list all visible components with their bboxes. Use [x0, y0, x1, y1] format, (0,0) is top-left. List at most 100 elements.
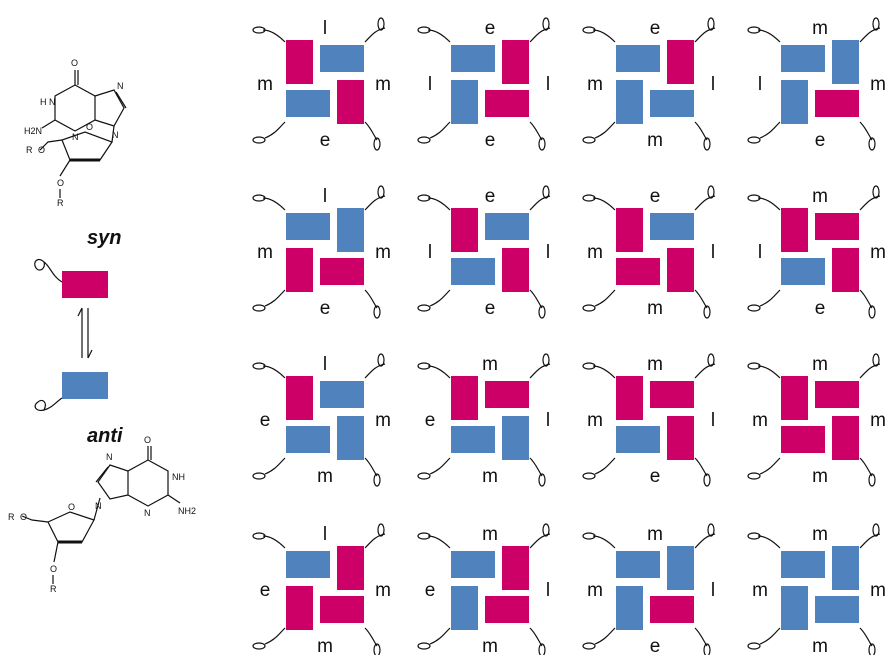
anti-atom-8: O — [68, 502, 75, 512]
anti-guanine-block — [616, 586, 643, 630]
syn-guanine-block — [650, 381, 694, 408]
groove-label-right: l — [711, 580, 715, 601]
syn-rectangle — [62, 271, 108, 298]
strand-end — [872, 185, 880, 199]
groove-label-top: m — [812, 186, 828, 207]
groove-label-right: m — [870, 580, 886, 601]
anti-guanine-block — [320, 45, 364, 72]
syn-guanine-block — [286, 376, 313, 420]
groove-label-bottom: m — [317, 466, 333, 487]
strand-loop — [859, 627, 873, 647]
syn-atom-5: N — [72, 132, 79, 142]
groove-label-bottom: e — [815, 298, 826, 319]
anti-atom-1: N — [106, 452, 113, 462]
anti-guanine-block — [337, 208, 364, 252]
groove-label-bottom: e — [650, 636, 661, 655]
strand-loop — [757, 365, 781, 379]
strand-loop — [364, 627, 378, 647]
strand-end — [538, 137, 546, 151]
syn-guanine-block — [781, 208, 808, 252]
strand-end — [747, 194, 761, 202]
syn-atom-0: O — [71, 58, 78, 68]
groove-label-top: l — [323, 186, 327, 207]
syn-guanine-block — [832, 416, 859, 460]
groove-label-left: l — [758, 74, 762, 95]
anti-guanine-block — [286, 426, 330, 453]
strand-end — [747, 26, 761, 34]
groove-label-right: l — [546, 242, 550, 263]
anti-atom-10: R — [50, 584, 57, 594]
syn-guanine-block — [337, 80, 364, 124]
syn-guanine-block — [667, 40, 694, 84]
strand-end — [582, 532, 596, 540]
strand-end — [252, 362, 266, 370]
groove-label-right: l — [546, 580, 550, 601]
groove-label-bottom: e — [485, 298, 496, 319]
groove-label-right: m — [375, 580, 391, 601]
syn-guanine-block — [286, 586, 313, 630]
strand-end — [373, 473, 381, 487]
strand-end — [872, 17, 880, 31]
anti-label: anti — [87, 425, 123, 447]
syn-atom-7: R — [26, 145, 33, 155]
strand-loop — [262, 365, 286, 379]
strand-loop — [529, 457, 543, 477]
strand-end — [707, 185, 715, 199]
strand-end — [252, 26, 266, 34]
syn-guanine-block — [781, 426, 825, 453]
strand-loop — [592, 29, 616, 43]
strand-loop — [594, 457, 616, 475]
strand-loop — [427, 29, 451, 43]
strand-loop — [694, 121, 708, 141]
anti-guanine-block — [781, 586, 808, 630]
syn-atom-3: N — [117, 81, 124, 91]
syn-guanine-block — [485, 90, 529, 117]
anti-guanine-block — [616, 80, 643, 124]
anti-guanine-block — [286, 551, 330, 578]
syn-guanine-block — [320, 258, 364, 285]
syn-label: syn — [87, 227, 121, 249]
groove-label-top: l — [323, 18, 327, 39]
strand-end — [538, 643, 546, 655]
groove-label-bottom: e — [320, 298, 331, 319]
strand-end — [872, 353, 880, 367]
anti-guanine-block — [781, 80, 808, 124]
anti-guanine-block — [485, 213, 529, 240]
anti-guanine-block — [286, 90, 330, 117]
groove-label-right: m — [375, 410, 391, 431]
groove-label-bottom: e — [815, 130, 826, 151]
syn-guanine-block — [502, 248, 529, 292]
strand-end — [747, 472, 761, 480]
strand-end — [868, 643, 876, 655]
strand-end — [868, 305, 876, 319]
strand-end — [582, 136, 596, 144]
strand-loop — [427, 197, 451, 211]
strand-loop — [694, 289, 708, 309]
strand-loop — [759, 121, 781, 139]
strand-end — [542, 523, 550, 537]
strand-end — [582, 304, 596, 312]
groove-label-bottom: e — [485, 130, 496, 151]
strand-end — [747, 532, 761, 540]
groove-label-bottom: m — [317, 636, 333, 655]
groove-label-right: m — [870, 410, 886, 431]
strand-end — [542, 185, 550, 199]
strand-end — [252, 304, 266, 312]
strand-end — [747, 642, 761, 650]
anti-guanine-block — [781, 551, 825, 578]
anti-guanine-block — [781, 45, 825, 72]
strand-loop — [592, 535, 616, 549]
syn-atom-1: N — [49, 97, 56, 107]
strand-end — [377, 185, 385, 199]
strand-end — [252, 136, 266, 144]
syn-guanine-block — [616, 258, 660, 285]
groove-label-top: e — [485, 186, 496, 207]
strand-loop — [859, 121, 873, 141]
strand-loop — [529, 627, 543, 647]
